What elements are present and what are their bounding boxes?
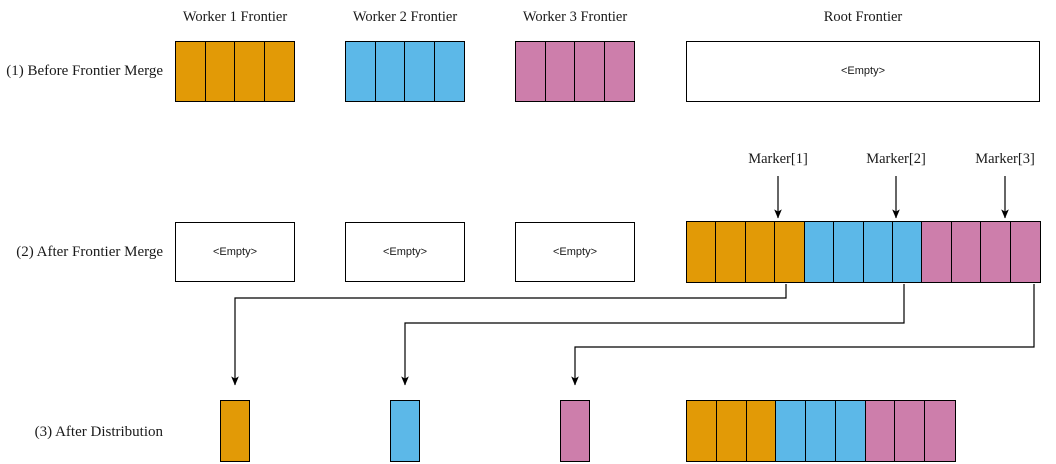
frontier-cell [264, 42, 294, 101]
frontier-cell [221, 401, 249, 461]
stage3-worker2-frontier[interactable] [390, 400, 420, 462]
frontier-cell [776, 401, 807, 461]
stage2-root-frontier[interactable] [686, 221, 1041, 283]
empty-label: <Empty> [552, 245, 598, 258]
frontier-cell [834, 222, 864, 282]
frontier-cell [604, 42, 634, 101]
distribution-connector-worker1 [231, 284, 787, 386]
stage2-worker3-frontier-empty[interactable]: <Empty> [515, 222, 635, 282]
frontier-cell [775, 222, 805, 282]
frontier-cell [545, 42, 575, 101]
frontier-cell [835, 401, 866, 461]
stage3-worker3-frontier[interactable] [560, 400, 590, 462]
stage3-root-frontier[interactable] [686, 400, 956, 462]
empty-label: <Empty> [212, 245, 258, 258]
stage3-worker1-frontier[interactable] [220, 400, 250, 462]
frontier-cell [687, 222, 717, 282]
frontier-cell [892, 222, 923, 282]
frontier-cell [951, 222, 982, 282]
distribution-connector-worker2 [401, 284, 905, 386]
row-label-before-frontier-merge: (1) Before Frontier Merge [6, 63, 163, 79]
frontier-cell [716, 401, 747, 461]
frontier-cell [176, 42, 206, 101]
frontier-cell [434, 42, 464, 101]
stage1-root-frontier-empty[interactable]: <Empty> [686, 41, 1040, 102]
frontier-cell [235, 42, 265, 101]
stage1-worker1-frontier[interactable] [175, 41, 295, 102]
frontier-cell [925, 401, 956, 461]
frontier-cell [405, 42, 435, 101]
frontier-cell [981, 222, 1011, 282]
frontier-cell [806, 401, 836, 461]
row-label-after-distribution: (3) After Distribution [34, 424, 163, 440]
frontier-cell [922, 222, 952, 282]
frontier-cell [1010, 222, 1041, 282]
frontier-cell [745, 222, 776, 282]
frontier-cell [575, 42, 605, 101]
empty-label: <Empty> [382, 245, 428, 258]
stage2-worker2-frontier-empty[interactable]: <Empty> [345, 222, 465, 282]
empty-label: <Empty> [840, 65, 886, 77]
frontier-cell [804, 222, 835, 282]
stage1-worker2-frontier[interactable] [345, 41, 465, 102]
stage1-worker3-frontier[interactable] [515, 41, 635, 102]
frontier-cell [895, 401, 926, 461]
frontier-cell [716, 222, 746, 282]
frontier-cell [375, 42, 405, 101]
frontier-cell [516, 42, 546, 101]
frontier-cell [205, 42, 235, 101]
frontier-cell [863, 222, 893, 282]
distribution-connector-worker3 [571, 284, 1035, 386]
frontier-cell [746, 401, 777, 461]
row-label-after-frontier-merge: (2) After Frontier Merge [16, 244, 163, 260]
stage2-worker1-frontier-empty[interactable]: <Empty> [175, 222, 295, 282]
column-title-worker3: Worker 3 Frontier [522, 9, 628, 25]
marker-3-label: Marker[3] [975, 151, 1035, 167]
frontier-cell [687, 401, 717, 461]
column-title-worker1: Worker 1 Frontier [182, 9, 288, 25]
frontier-cell [391, 401, 419, 461]
frontier-cell [561, 401, 589, 461]
frontier-cell [865, 401, 896, 461]
column-title-root: Root Frontier [823, 9, 903, 25]
frontier-cell [346, 42, 376, 101]
marker-1-label: Marker[1] [748, 151, 808, 167]
column-title-worker2: Worker 2 Frontier [352, 9, 458, 25]
marker-2-label: Marker[2] [866, 151, 926, 167]
